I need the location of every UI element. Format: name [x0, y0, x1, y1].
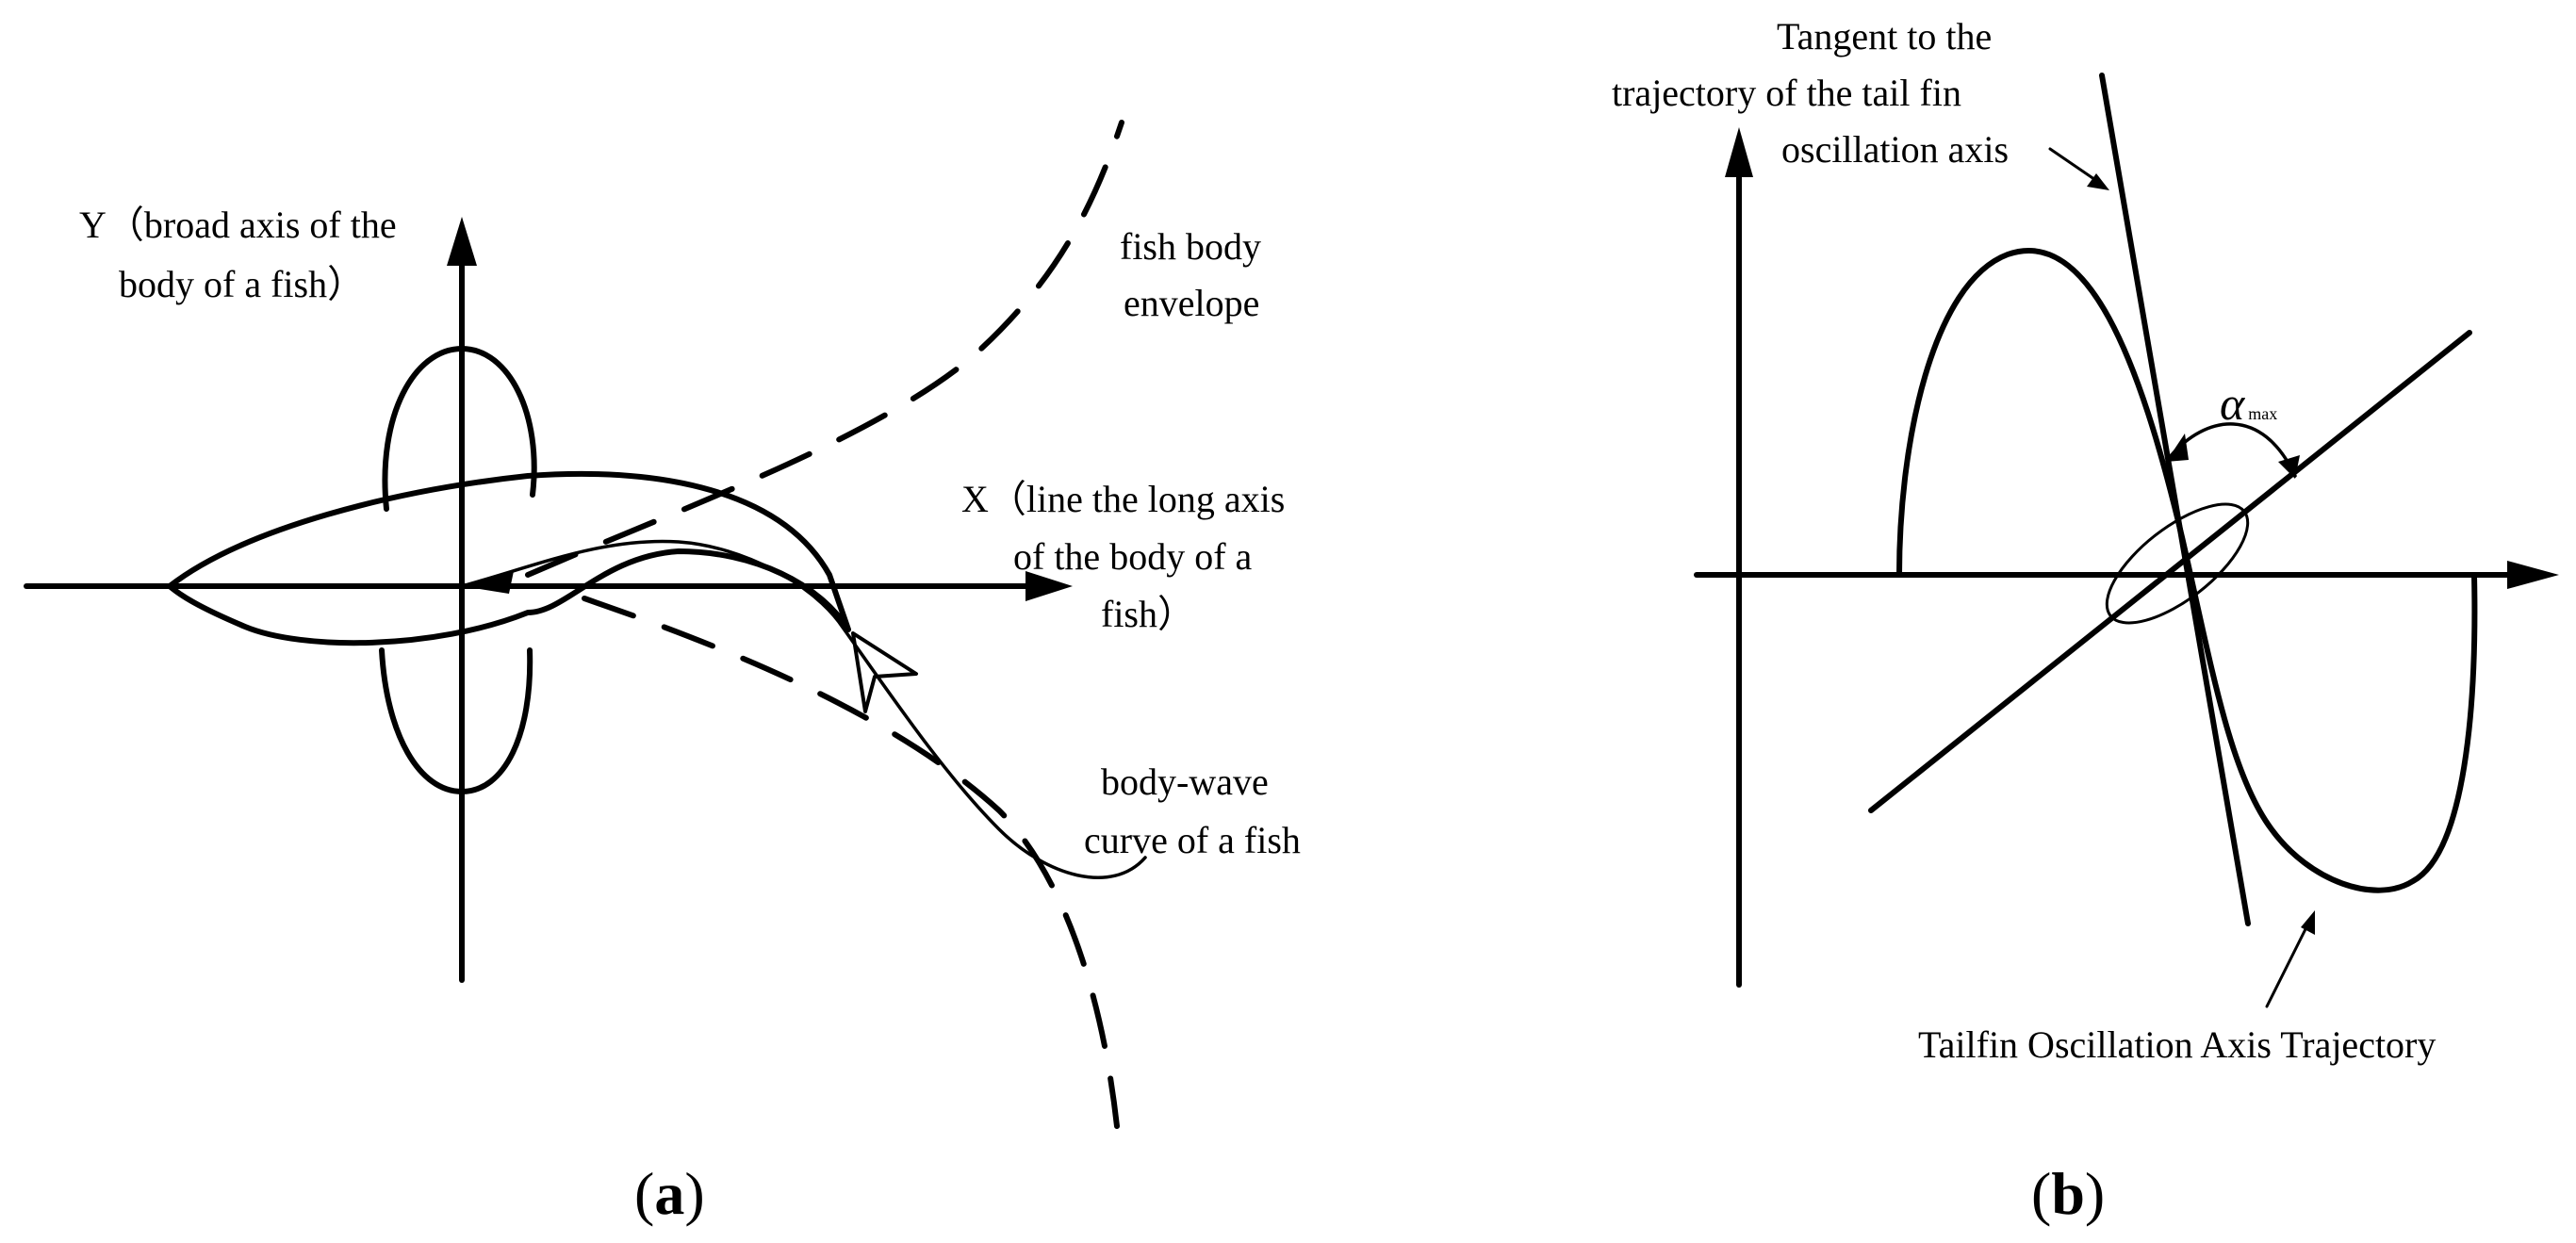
y-axis-label: Y（broad axis of the body of a fish） — [79, 204, 406, 305]
b-y-axis-arrowhead — [1725, 127, 1753, 177]
panel-b-caption: (b) — [2031, 1160, 2105, 1227]
alpha-arc — [2168, 422, 2297, 478]
panel-a-caption: (a) — [634, 1160, 705, 1227]
trajectory-label: Tailfin Oscillation Axis Trajectory — [1918, 1023, 2436, 1066]
tangent-pointer-head — [2087, 173, 2109, 190]
trajectory-curve — [1896, 247, 2478, 893]
trajectory-pointer — [2265, 920, 2311, 1008]
trajectory-pointer-head — [2301, 910, 2315, 935]
intersection-ellipse — [2105, 502, 2250, 625]
envelope-label: fish body envelope — [1120, 225, 1271, 324]
tail-fin — [851, 631, 918, 713]
panel-a: Y（broad axis of the body of a fish） X（li… — [24, 120, 1301, 1227]
tangent-label: Tangent to the trajectory of the tail fi… — [1612, 15, 2009, 171]
x-axis-label: X（line the long axis of the body of a fi… — [961, 478, 1294, 635]
diagonal-line — [1868, 330, 2472, 813]
wave-direction-arrow — [462, 571, 514, 594]
x-axis-arrowhead — [1025, 571, 1073, 601]
y-axis-arrowhead — [447, 217, 477, 266]
alpha-arc-arrow-left — [2166, 433, 2189, 462]
b-x-axis-arrowhead — [2507, 561, 2559, 589]
alpha-arc-arrow-right — [2278, 455, 2300, 479]
lower-fin — [379, 647, 533, 794]
tangent-line — [2099, 73, 2251, 926]
panel-b: Tangent to the trajectory of the tail fi… — [1612, 15, 2559, 1227]
wave-label: body-wave curve of a fish — [1084, 761, 1301, 861]
envelope-upper — [525, 120, 1124, 578]
envelope-lower — [582, 596, 1120, 1129]
upper-fin — [382, 346, 537, 512]
